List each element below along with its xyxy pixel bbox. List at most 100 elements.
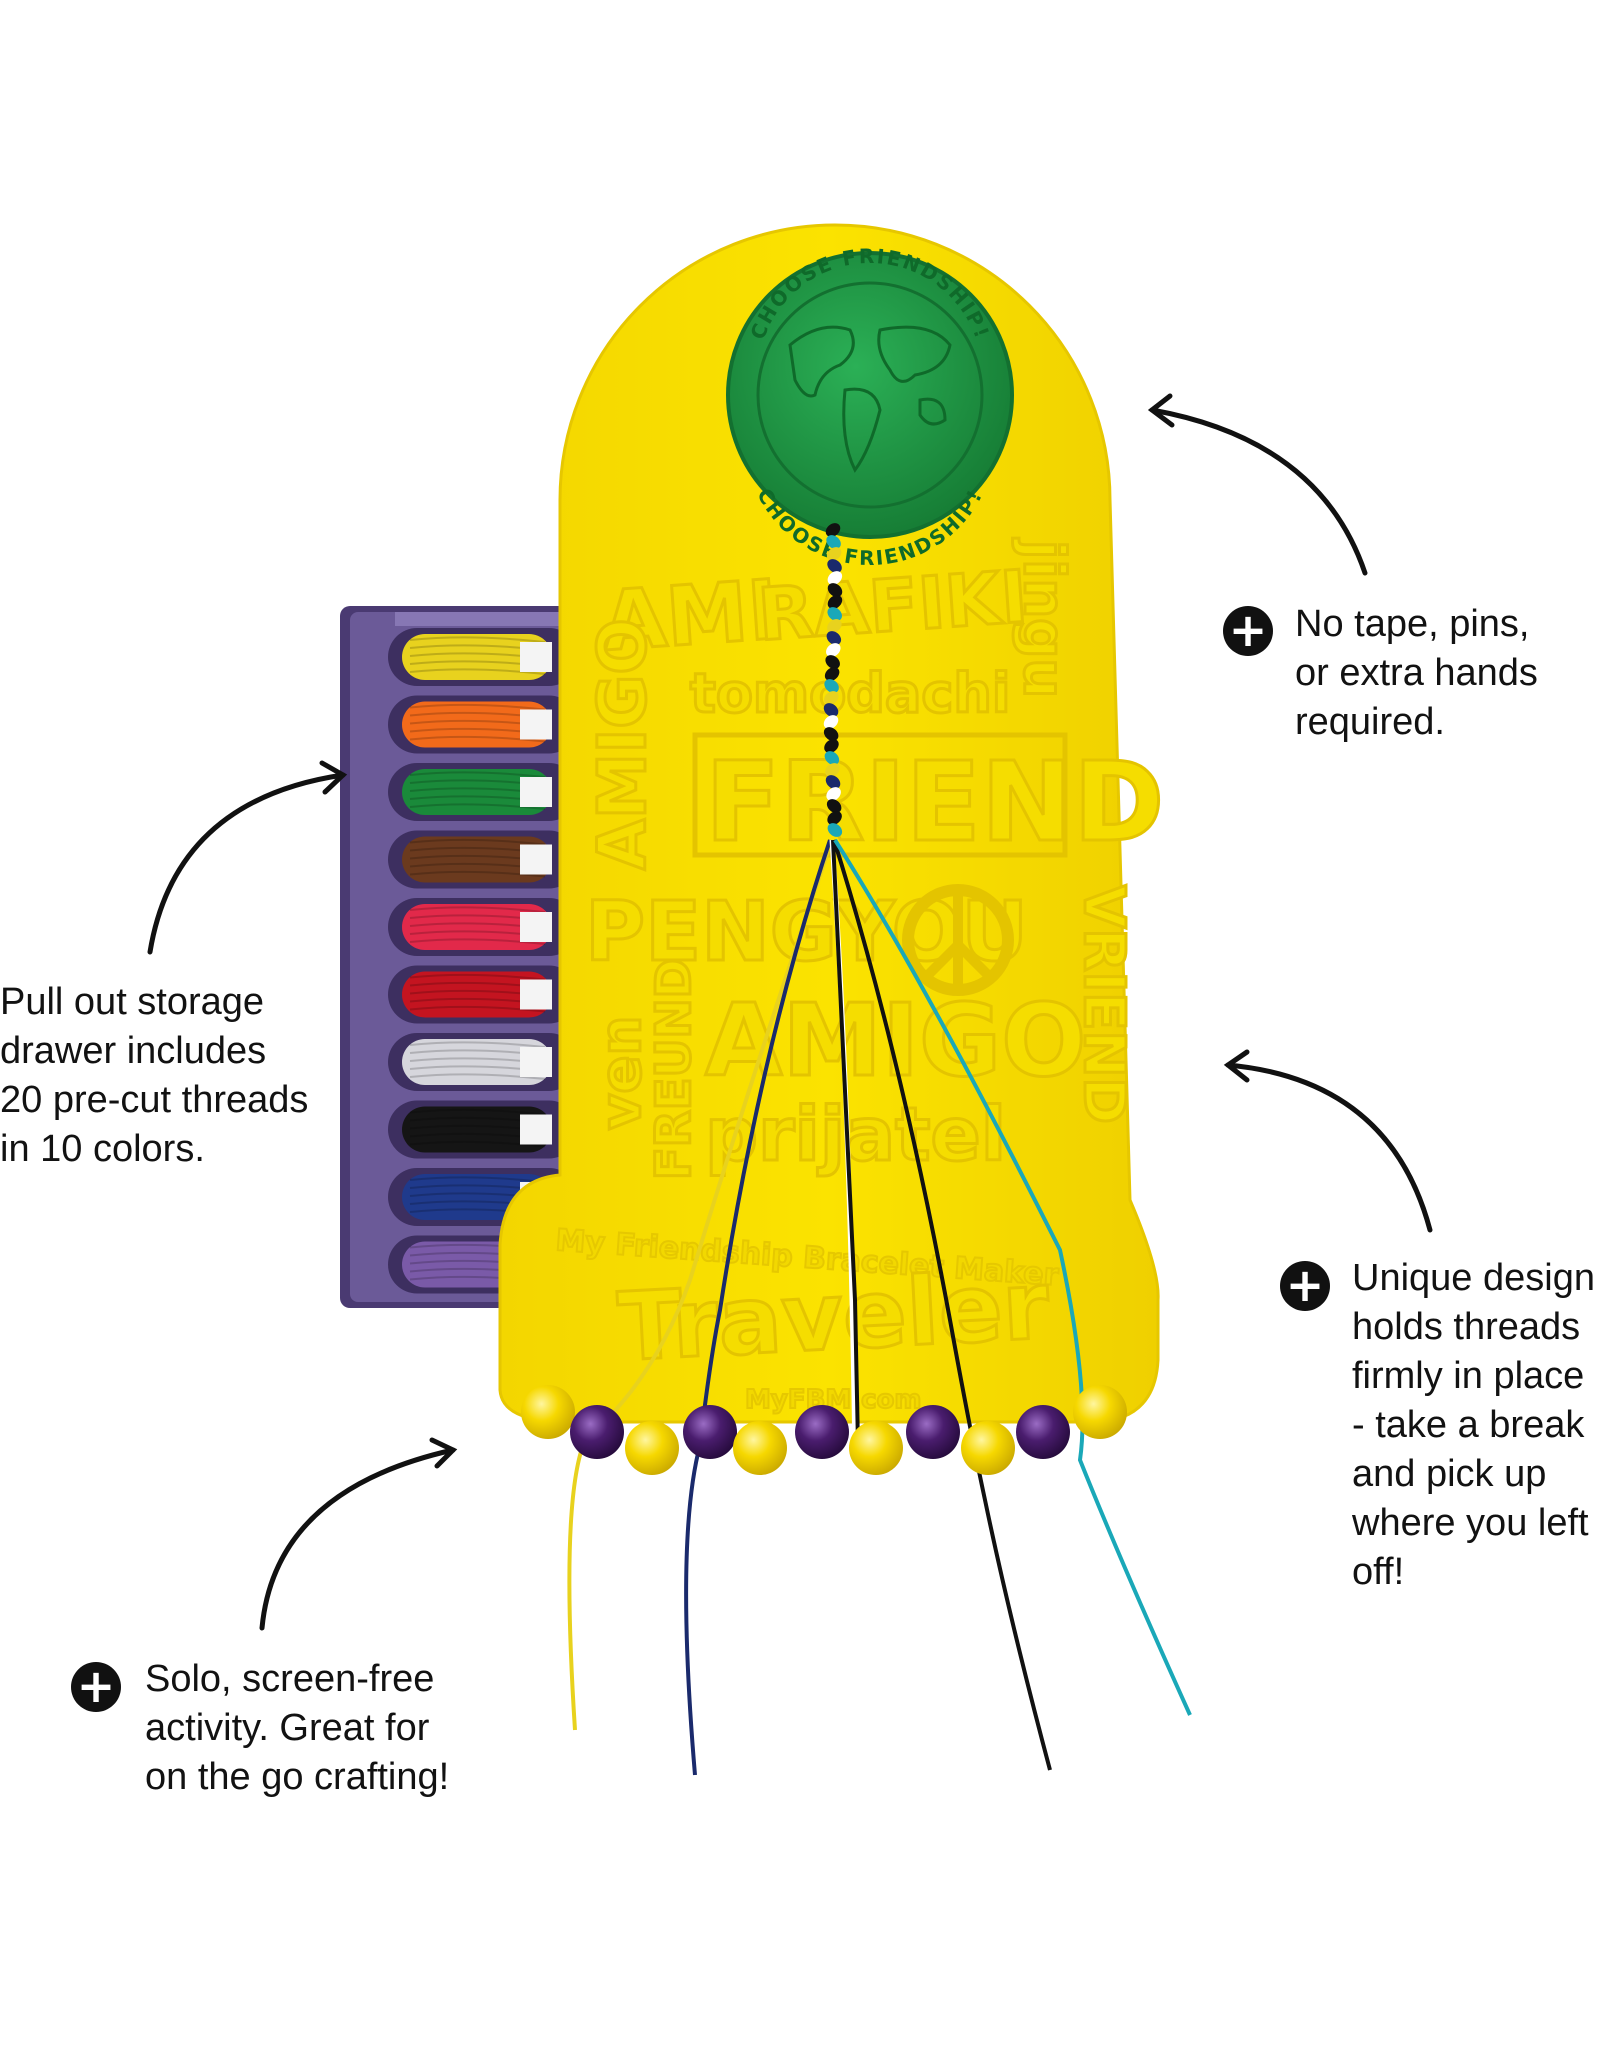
word-rafiki: RAFIKI [755, 554, 1030, 657]
skein-strand [409, 906, 546, 913]
skein-strand [409, 703, 546, 711]
arrow-head-icon [1147, 393, 1175, 428]
thread-navy [684, 839, 832, 1776]
bead-purple [683, 1405, 737, 1459]
braided-bracelet [823, 523, 843, 837]
word-ami: AMI [600, 563, 782, 670]
plus-icon: + [71, 1662, 121, 1712]
plus-icon: + [1223, 606, 1273, 656]
skein-strand [409, 1108, 546, 1116]
braid-knot [827, 619, 842, 633]
skein-label [520, 709, 552, 740]
skein-strand [409, 1041, 546, 1048]
braid-knot [826, 787, 841, 801]
thread-skein [402, 701, 552, 748]
braid-knot [827, 595, 843, 609]
thread-skein [402, 904, 552, 950]
word-amigo-vertical: AMIGO [584, 618, 661, 870]
bead-yellow [961, 1421, 1015, 1475]
thread-skein [402, 1039, 552, 1085]
skein-label [520, 777, 552, 807]
skein-label [520, 1114, 552, 1145]
skein-strand [409, 870, 546, 878]
skein-label [520, 642, 552, 672]
bead-purple [906, 1405, 960, 1459]
skein-label [520, 979, 552, 1010]
skein-strand [409, 1176, 546, 1183]
braid-knot [827, 583, 843, 597]
callout-unique-design: Unique design holds threads firmly in pl… [1352, 1257, 1595, 1593]
braid-knot [825, 775, 841, 789]
thread-teal [833, 838, 1192, 1716]
braid-knot [827, 559, 842, 573]
callout-arrows [147, 393, 1433, 1631]
word-jingu: jingu [1011, 538, 1076, 698]
skein-label [520, 1047, 552, 1077]
arrow-icon [1225, 1062, 1433, 1233]
word-freund: FREUND [646, 958, 702, 1180]
braid-knot [826, 631, 842, 645]
word-vriend: VRIEND [1071, 885, 1136, 1124]
loose-threads [567, 838, 1192, 1776]
arrow-head-icon [319, 760, 348, 795]
word-friend: FRIEND [705, 738, 1164, 866]
bead-row [521, 1385, 1127, 1475]
peace-sign-icon [902, 884, 1014, 996]
plus-icon: + [1280, 1261, 1330, 1311]
word-ven: ven [589, 1016, 654, 1130]
skein-strand [409, 838, 546, 846]
thread-skein [402, 634, 552, 680]
skein-label [520, 844, 552, 875]
skein-strand [409, 938, 546, 945]
callout-storage-drawer: Pull out storage drawer includes 20 pre-… [0, 981, 309, 1170]
thread-skein [402, 971, 552, 1018]
bead-yellow [1073, 1385, 1127, 1439]
braid-knot [824, 739, 839, 753]
skein-strand [409, 973, 546, 981]
thread-skein [402, 836, 552, 883]
bead-purple [1016, 1405, 1070, 1459]
braid-knot [824, 679, 839, 693]
braid-knot [827, 607, 842, 621]
bead-purple [795, 1405, 849, 1459]
bead-yellow [521, 1385, 575, 1439]
thread-skein [402, 769, 552, 815]
word-prijatel: prijatel [705, 1092, 1006, 1178]
skein-strand [409, 771, 546, 778]
braid-knot [826, 547, 842, 561]
thread-skeins [388, 628, 578, 1294]
thread-yellow [567, 839, 834, 1731]
embossed-words: AMI RAFIKI tomodachi jingu AMIGO FRIEND … [553, 537, 1165, 1417]
bead-yellow [849, 1421, 903, 1475]
arrow-head-icon [429, 1437, 458, 1469]
braid-knot [827, 823, 843, 837]
globe-icon [788, 325, 952, 473]
skein-strand [409, 803, 546, 810]
thread-black-2 [832, 839, 1052, 1771]
skein-label [520, 912, 552, 942]
word-amigo: AMIGO [705, 982, 1086, 1099]
bead-yellow [733, 1421, 787, 1475]
braid-knot [826, 799, 842, 813]
arrow-icon [147, 772, 346, 955]
model-name: Traveler [615, 1252, 1052, 1383]
thread-black-1 [831, 839, 860, 1446]
braid-knot [824, 691, 839, 705]
thread-skein [402, 1106, 552, 1153]
arrow-head-icon [1223, 1049, 1250, 1083]
braid-knot [827, 811, 842, 825]
braid-knot [827, 571, 843, 585]
braid-knot [826, 643, 841, 657]
skein-strand [409, 1140, 546, 1148]
bead-purple [570, 1405, 624, 1459]
medallion: CHOOSE FRIENDSHIP! CHOOSE FRIENDSHIP! [726, 244, 1014, 570]
braid-knot [825, 655, 840, 669]
arrow-icon [259, 1447, 456, 1631]
word-tomodachi: tomodachi [690, 662, 1010, 725]
storage-drawer [340, 606, 580, 1308]
skein-strand [409, 1073, 546, 1080]
braid-knot [823, 715, 839, 729]
callout-no-tape: No tape, pins, or extra hands required. [1295, 603, 1538, 743]
braid-knot [824, 667, 840, 681]
